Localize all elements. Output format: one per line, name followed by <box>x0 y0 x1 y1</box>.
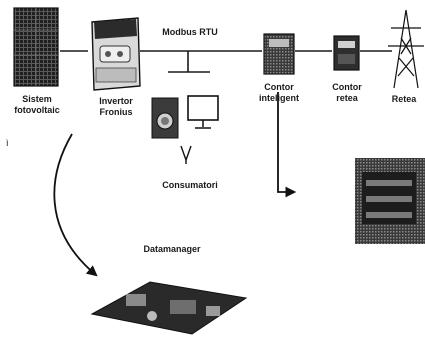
monitor-icon <box>188 96 218 128</box>
smart-meter-icon <box>264 34 294 74</box>
smart-meter-label: Contor inteligent <box>250 82 308 104</box>
grid-meter-label: Contor retea <box>322 82 372 104</box>
smart-meter-label-line2: inteligent <box>250 93 308 104</box>
power-pylon-icon <box>388 10 424 88</box>
grid-meter-icon <box>334 36 359 70</box>
installation-photo-icon <box>355 158 425 244</box>
lamp-icon <box>181 146 191 164</box>
modbus-rtu-label: Modbus RTU <box>155 27 225 38</box>
inverter-label-line1: Invertor <box>84 96 148 107</box>
washing-machine-icon <box>152 98 178 138</box>
inverter-icon <box>92 18 140 90</box>
solar-panel-icon <box>14 8 58 86</box>
datamanager-label: Datamanager <box>130 244 214 255</box>
circuit-board-icon <box>92 282 246 334</box>
consumers-label: Consumatori <box>150 180 230 191</box>
datamanager-arrow <box>54 134 96 275</box>
inverter-label-line2: Fronius <box>84 107 148 118</box>
smart-meter-arrow <box>278 92 294 192</box>
grid-meter-label-line1: Contor <box>322 82 372 93</box>
inverter-label: Invertor Fronius <box>84 96 148 118</box>
pv-label: Sistem fotovoltaic <box>6 94 68 116</box>
pv-label-line2: fotovoltaic <box>6 105 68 116</box>
pv-label-line1: Sistem <box>6 94 68 105</box>
stray-mark: ì <box>6 138 16 149</box>
grid-meter-label-line2: retea <box>322 93 372 104</box>
smart-meter-label-line1: Contor <box>250 82 308 93</box>
grid-label: Retea <box>384 94 424 105</box>
